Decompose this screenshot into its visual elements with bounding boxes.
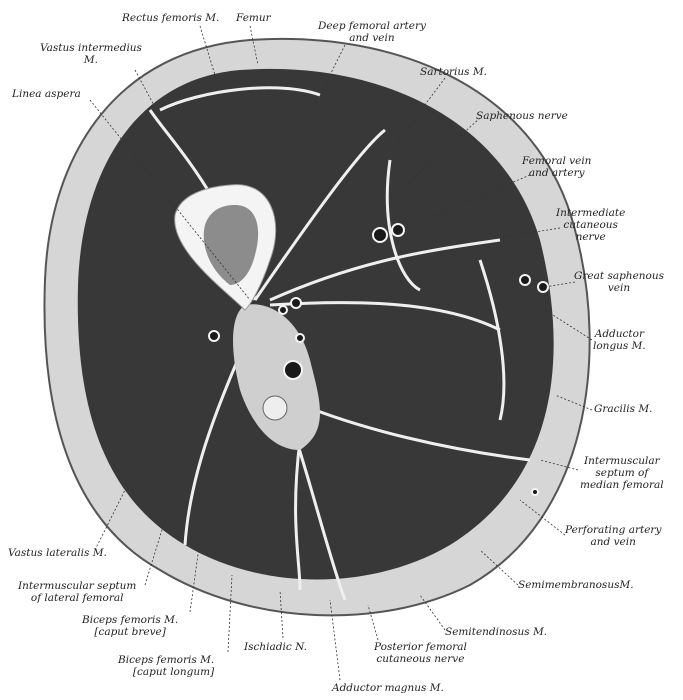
label-text: Intermuscular bbox=[583, 455, 660, 467]
label-text: cutaneous bbox=[563, 219, 618, 231]
label-gracilis: Gracilis M. bbox=[594, 403, 652, 415]
label-adductor-magnus: Adductor magnus M. bbox=[332, 682, 444, 694]
label-text: SemimembranosusM. bbox=[518, 579, 634, 591]
label-linea-aspera: Linea aspera bbox=[12, 88, 81, 100]
label-sartorius: Sartorius M. bbox=[420, 66, 487, 78]
label-text: of lateral femoral bbox=[30, 592, 124, 604]
label-text: Deep femoral artery bbox=[318, 20, 426, 32]
label-text: Great saphenous bbox=[574, 270, 665, 282]
ischiadic-nerve bbox=[262, 395, 288, 421]
label-text: Intermuscular septum bbox=[18, 580, 137, 592]
label-biceps-caput-longum: Biceps femoris M.[caput longum] bbox=[118, 654, 214, 678]
label-text: Ischiadic N. bbox=[244, 641, 307, 653]
label-text: Vastus intermedius bbox=[40, 42, 142, 54]
label-text: vein bbox=[607, 282, 631, 294]
label-text: Semitendinosus M. bbox=[445, 626, 548, 638]
label-text: cutaneous nerve bbox=[376, 653, 465, 665]
label-text: Rectus femoris M. bbox=[122, 12, 220, 24]
label-text: Femoral vein bbox=[522, 155, 592, 167]
label-vastus-lateralis: Vastus lateralis M. bbox=[8, 547, 107, 559]
label-text: and vein bbox=[349, 32, 395, 44]
label-text: Sartorius M. bbox=[420, 66, 487, 78]
label-text: [caput longum] bbox=[132, 666, 215, 678]
label-saphenous-nerve: Saphenous nerve bbox=[476, 110, 568, 122]
label-text: Posterior femoral bbox=[374, 641, 467, 653]
label-biceps-caput-breve: Biceps femoris M.[caput breve] bbox=[82, 614, 178, 638]
femur bbox=[174, 184, 277, 311]
label-text: and artery bbox=[528, 167, 585, 179]
label-text: M. bbox=[83, 54, 99, 66]
label-text: and vein bbox=[590, 536, 636, 548]
label-text: Vastus lateralis M. bbox=[8, 547, 107, 559]
label-femur: Femur bbox=[236, 12, 271, 24]
label-text: Perforating artery bbox=[565, 524, 662, 536]
label-text: longus M. bbox=[593, 340, 646, 352]
label-semimembranosus: SemimembranosusM. bbox=[518, 579, 634, 591]
label-text: [caput breve] bbox=[94, 626, 166, 638]
leader-lines bbox=[89, 25, 593, 681]
label-text: median femoral bbox=[580, 479, 664, 491]
label-semitendinosus: Semitendinosus M. bbox=[445, 626, 547, 638]
label-rectus-femoris: Rectus femoris M. bbox=[122, 12, 219, 24]
label-text: Adductor bbox=[594, 328, 644, 340]
label-text: septum of bbox=[595, 467, 649, 479]
label-text: Gracilis M. bbox=[594, 403, 653, 415]
label-text: Saphenous nerve bbox=[476, 110, 568, 122]
vessels bbox=[208, 223, 549, 496]
label-text: Biceps femoris M. bbox=[82, 614, 179, 626]
label-text: Linea aspera bbox=[12, 88, 81, 100]
label-ischiadic-nerve: Ischiadic N. bbox=[244, 641, 307, 653]
label-text: Femur bbox=[236, 12, 271, 24]
bone-marrow bbox=[203, 205, 259, 285]
label-text: nerve bbox=[575, 231, 606, 243]
label-text: Biceps femoris M. bbox=[118, 654, 215, 666]
label-text: Intermediate bbox=[556, 207, 626, 219]
label-text: Adductor magnus M. bbox=[332, 682, 444, 694]
